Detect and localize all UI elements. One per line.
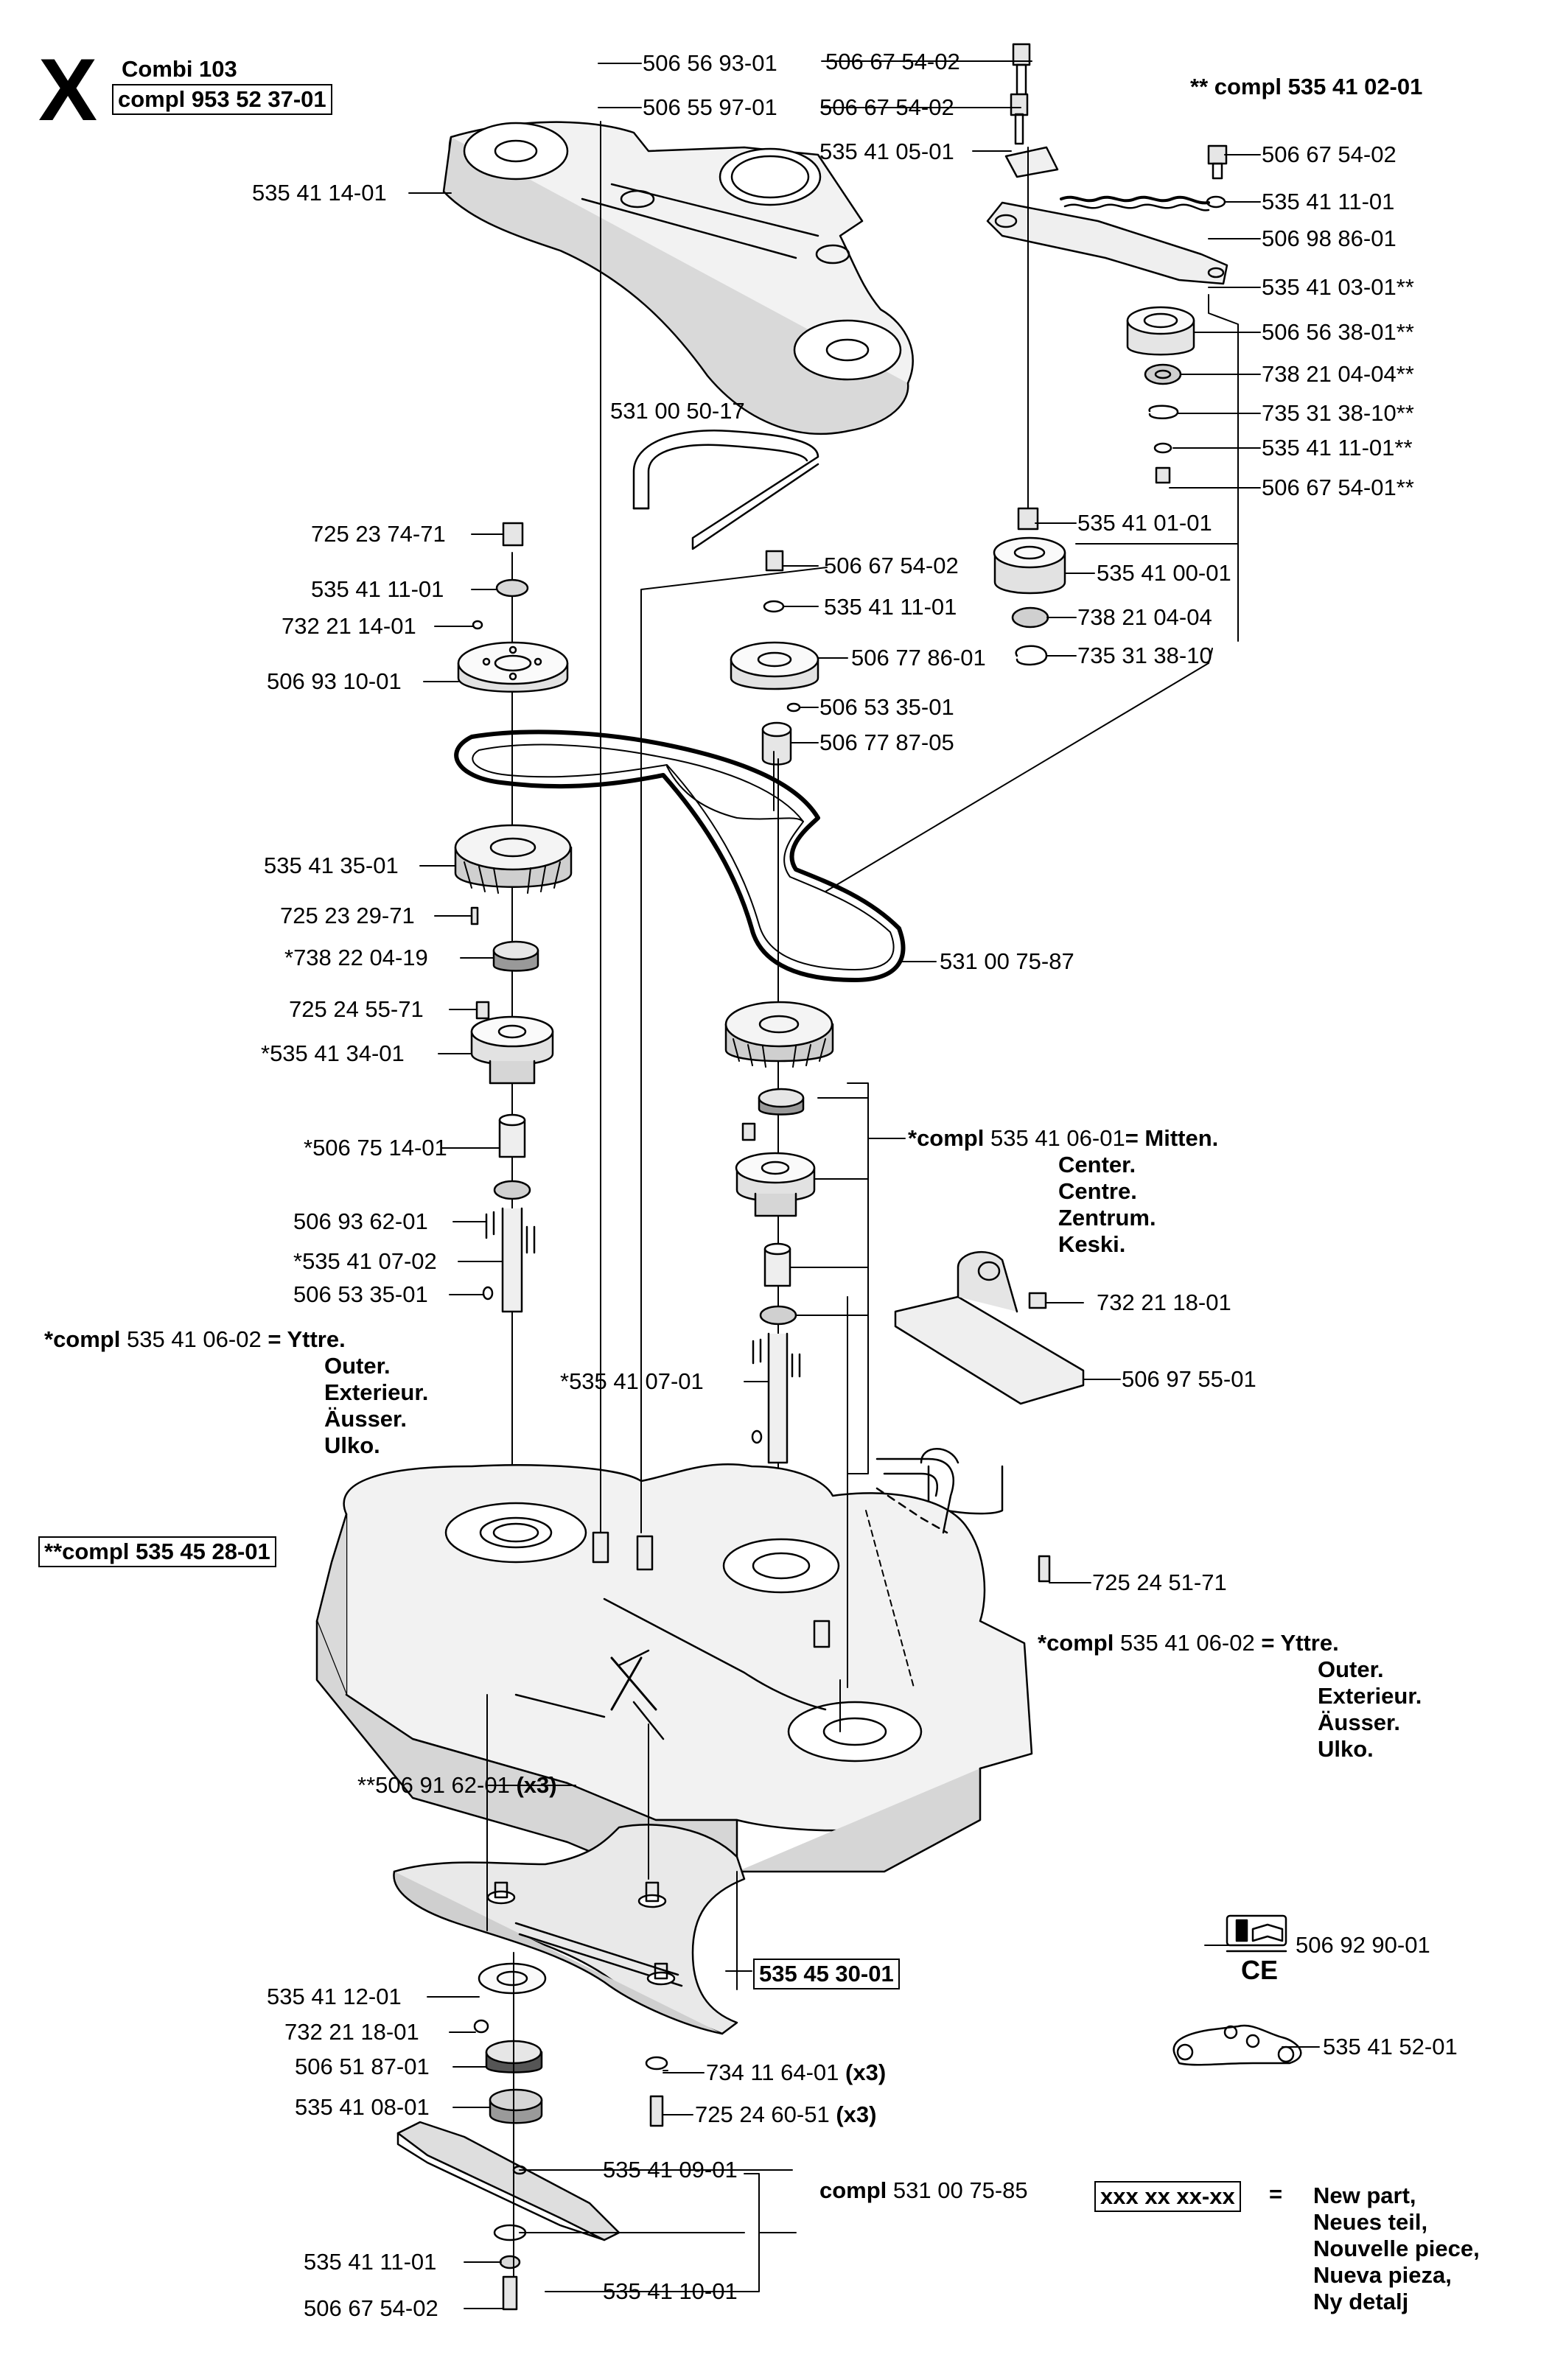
part-label[interactable]: 506 67 54-02 xyxy=(824,553,959,578)
part-label[interactable]: 506 56 93-01 xyxy=(643,50,777,76)
part-label[interactable]: 535 41 52-01 xyxy=(1323,2034,1458,2059)
part-label[interactable]: 506 67 54-02 xyxy=(304,2295,438,2321)
mower-deck-illustration xyxy=(315,1457,1051,1880)
part-label[interactable]: 732 21 14-01 xyxy=(282,613,416,639)
left-spindle-illustration xyxy=(454,522,573,1548)
outer-spindle-group-left[interactable]: *compl 535 41 06-02 = Yttre. Outer. Exte… xyxy=(44,1326,429,1458)
manual-ce-illustration xyxy=(1226,1914,1287,1953)
part-label[interactable]: 535 41 01-01 xyxy=(1077,510,1212,536)
part-label[interactable]: compl 531 00 75-85 xyxy=(819,2177,1028,2203)
part-label[interactable]: 725 23 29-71 xyxy=(280,903,415,928)
part-label[interactable]: 735 31 38-10 xyxy=(1077,643,1212,668)
part-label[interactable]: 535 41 35-01 xyxy=(264,853,399,878)
part-label[interactable]: *535 41 07-01 xyxy=(560,1368,704,1394)
part-label[interactable]: 506 93 10-01 xyxy=(267,668,402,694)
part-label[interactable]: 506 67 54-01** xyxy=(1262,475,1414,500)
part-label[interactable]: 506 67 54-02 xyxy=(825,49,960,74)
part-label[interactable]: 535 41 10-01 xyxy=(603,2278,738,2304)
cutter-plate-label[interactable]: 535 45 30-01 xyxy=(753,1959,900,1989)
belt-cover-illustration xyxy=(442,121,914,435)
part-label[interactable]: 732 21 18-01 xyxy=(284,2019,419,2045)
idler-pulley-illustration xyxy=(730,147,1066,766)
part-label[interactable]: *535 41 07-02 xyxy=(293,1248,437,1274)
part-label[interactable]: 732 21 18-01 xyxy=(1097,1289,1231,1315)
center-spindle-illustration xyxy=(724,758,834,1474)
part-label[interactable]: 506 92 90-01 xyxy=(1296,1932,1430,1958)
part-label[interactable]: 506 77 87-05 xyxy=(819,729,954,755)
part-label[interactable]: 535 41 14-01 xyxy=(252,180,387,206)
part-label[interactable]: 535 41 11-01 xyxy=(304,2249,437,2275)
part-label[interactable]: *738 22 04-19 xyxy=(284,945,428,970)
part-label[interactable]: *535 41 34-01 xyxy=(261,1040,405,1066)
part-label[interactable]: 725 24 55-71 xyxy=(289,996,424,1022)
part-label[interactable]: 535 41 05-01 xyxy=(819,139,954,164)
part-label[interactable]: 535 41 03-01** xyxy=(1262,274,1414,300)
part-label[interactable]: 506 67 54-02 xyxy=(819,94,954,120)
part-label[interactable]: 506 97 55-01 xyxy=(1122,1366,1256,1392)
deck-assembly-label[interactable]: **compl 535 45 28-01 xyxy=(38,1536,276,1567)
legend-equals: = xyxy=(1269,2181,1283,2207)
belt-routing-illustration xyxy=(1172,2024,1302,2066)
bracket-plate-illustration xyxy=(894,1250,1085,1515)
part-label[interactable]: 506 51 87-01 xyxy=(295,2054,430,2079)
part-label[interactable]: 506 53 35-01 xyxy=(819,694,954,720)
assembly-number: compl 953 52 37-01 xyxy=(112,84,332,115)
assembly-label[interactable]: ** compl 535 41 02-01 xyxy=(1190,74,1423,99)
part-label[interactable]: 735 31 38-10** xyxy=(1262,400,1414,426)
center-spindle-group[interactable]: *compl 535 41 06-01= Mitten. Center. Cen… xyxy=(908,1125,1219,1257)
part-label[interactable]: 506 93 62-01 xyxy=(293,1208,428,1234)
part-label[interactable]: 535 41 11-01 xyxy=(311,576,444,602)
part-label[interactable]: *506 75 14-01 xyxy=(304,1135,447,1161)
part-label[interactable]: 535 41 00-01 xyxy=(1097,560,1231,586)
part-label[interactable]: 506 77 86-01 xyxy=(851,645,986,671)
part-label[interactable]: 506 67 54-02 xyxy=(1262,141,1397,167)
part-label[interactable]: 725 24 51-71 xyxy=(1092,1569,1227,1595)
part-label[interactable]: 506 56 38-01** xyxy=(1262,319,1414,345)
part-label[interactable]: 506 53 35-01 xyxy=(293,1281,428,1307)
blade-assembly-illustration xyxy=(396,1952,668,2311)
outer-spindle-group-right[interactable]: *compl 535 41 06-02 = Yttre. Outer. Exte… xyxy=(1038,1630,1422,1762)
part-label[interactable]: 535 41 11-01 xyxy=(824,594,957,620)
part-label[interactable]: 535 41 11-01 xyxy=(1262,189,1395,214)
section-letter: X xyxy=(38,41,98,139)
legend-text: New part, Neues teil, Nouvelle piece, Nu… xyxy=(1313,2183,1480,2314)
part-label[interactable]: 535 41 12-01 xyxy=(267,1984,402,2009)
part-label[interactable]: 738 21 04-04 xyxy=(1077,604,1212,630)
part-label[interactable]: 725 24 60-51 (x3) xyxy=(695,2101,877,2127)
part-label[interactable]: 734 11 64-01 (x3) xyxy=(706,2059,887,2085)
ce-mark: CE xyxy=(1241,1955,1279,1985)
part-label[interactable]: 506 98 86-01 xyxy=(1262,225,1397,251)
part-label[interactable]: 535 41 08-01 xyxy=(295,2094,430,2120)
drive-belt-illustration xyxy=(454,729,906,982)
legend-sample: xxx xx xx-xx xyxy=(1094,2181,1241,2212)
tensioner-assembly-illustration xyxy=(986,43,1228,484)
part-label[interactable]: **506 91 62-01 (x3) xyxy=(357,1772,557,1798)
part-label[interactable]: 535 41 09-01 xyxy=(603,2157,738,2183)
part-label[interactable]: 725 23 74-71 xyxy=(311,521,446,547)
part-label[interactable]: 531 00 75-87 xyxy=(940,948,1074,974)
part-label[interactable]: 535 41 11-01** xyxy=(1262,435,1413,461)
part-label[interactable]: 531 00 50-17 xyxy=(610,398,745,424)
part-label[interactable]: 738 21 04-04** xyxy=(1262,361,1414,387)
cutter-plate-illustration xyxy=(393,1694,746,2035)
leader-lines xyxy=(408,60,1320,2309)
model-name: Combi 103 xyxy=(122,56,237,82)
v-belt-illustration xyxy=(632,430,819,550)
part-label[interactable]: 506 55 97-01 xyxy=(643,94,777,120)
